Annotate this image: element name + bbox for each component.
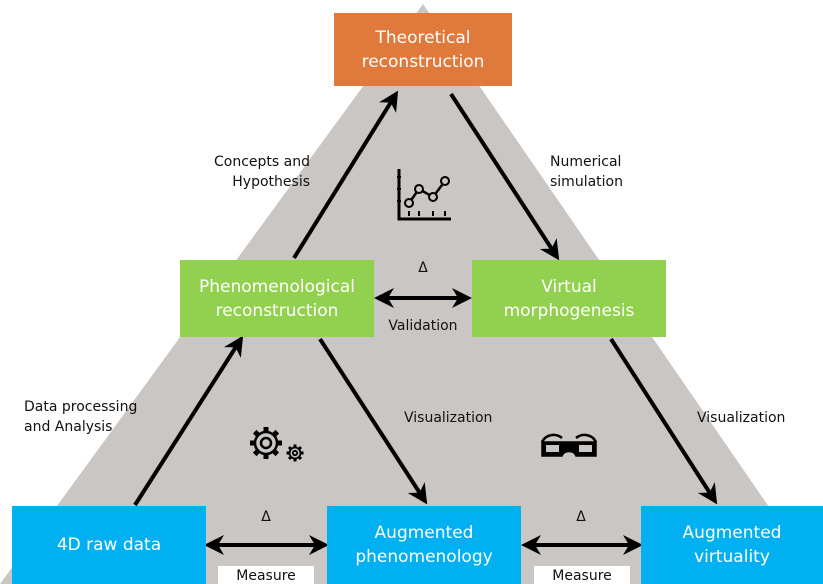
arrow-concepts [292,90,399,260]
raw-data-label: 4D raw data [56,535,162,555]
line-chart-icon [397,169,451,221]
virtual-morphogenesis-label: Virtual morphogenesis [503,276,635,321]
label-validation: Validation [388,318,458,334]
augmented-virtuality-box: Augmented virtuality [641,506,823,584]
gears-icon [250,427,304,462]
label-delta-bottom-right: Δ [576,509,586,525]
label-visualization-right: Visualization [697,410,786,426]
label-delta-bottom-left: Δ [261,509,271,525]
theoretical-label: Theoretical reconstruction [361,27,485,72]
arrow-visualization-right [609,337,718,505]
phenomenological-label: Phenomenological reconstruction [199,276,355,321]
background-triangle [0,4,822,584]
label-data-processing: Data processing and Analysis [24,399,138,435]
label-visualization-left: Visualization [404,410,493,426]
label-numerical: Numerical simulation [550,154,623,190]
label-concepts: Concepts and Hypothesis [214,154,310,190]
label-delta-top: Δ [418,260,428,276]
theoretical-box: Theoretical reconstruction [334,13,512,86]
label-measure-left: Measure [218,566,314,584]
arrow-numerical [449,92,560,261]
arrow-data-processing [133,335,244,507]
glasses-icon [540,433,598,457]
arrow-visualization-left [318,337,428,505]
augmented-virtuality-label: Augmented virtuality [682,523,782,567]
virtual-morphogenesis-box: Virtual morphogenesis [472,260,666,337]
augmented-phenomenology-label: Augmented phenomenology [355,523,493,567]
phenomenological-box: Phenomenological reconstruction [180,260,374,337]
label-measure-right: Measure [534,566,630,584]
augmented-phenomenology-box: Augmented phenomenology [327,506,521,584]
raw-data-box: 4D raw data [12,506,206,584]
